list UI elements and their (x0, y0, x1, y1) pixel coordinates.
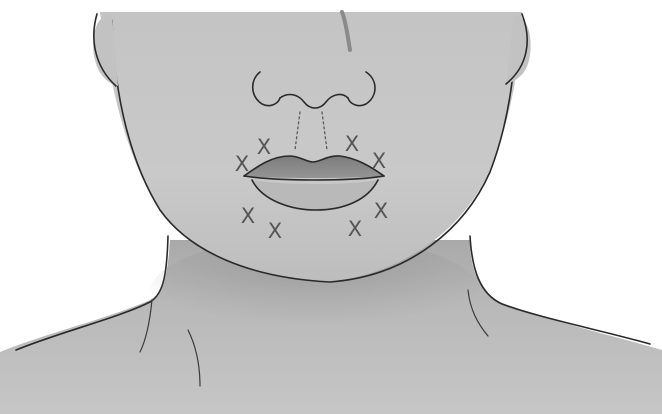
injection-mark-7: X (268, 219, 282, 243)
injection-mark-4: X (372, 149, 386, 173)
injection-mark-3: X (235, 152, 249, 176)
injection-mark-6: X (374, 199, 388, 223)
injection-mark-2: X (345, 132, 359, 156)
injection-mark-5: X (241, 204, 255, 228)
injection-mark-1: X (257, 135, 271, 159)
injection-mark-8: X (348, 217, 362, 241)
